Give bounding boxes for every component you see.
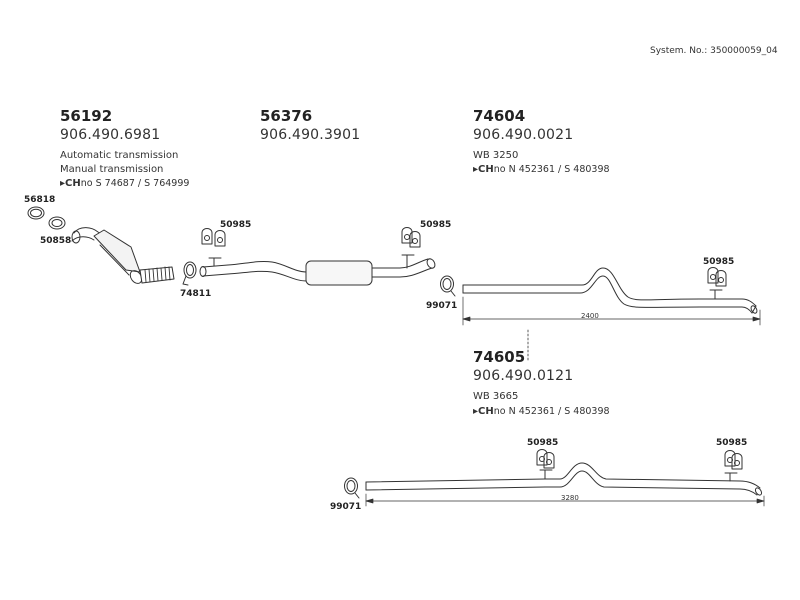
dimension-value: 2400 <box>581 312 599 320</box>
label-50985: 50985 <box>420 220 452 230</box>
hanger-50985-drawing <box>707 267 727 287</box>
chassis-range: S 74687 / S 764999 <box>92 178 190 189</box>
chassis-range: N 452361 / S 480398 <box>505 164 610 175</box>
chassis-number-range: ▸CHno N 452361 / S 480398 <box>473 165 610 175</box>
label-50985: 50985 <box>527 438 559 448</box>
note-line: Manual transmission <box>60 164 164 175</box>
note-line: WB 3665 <box>473 391 519 402</box>
dimension-line-lower <box>365 493 765 507</box>
chassis-number-range: ▸CHno S 74687 / S 764999 <box>60 179 189 189</box>
label-50985: 50985 <box>716 438 748 448</box>
dimension-value: 3280 <box>561 494 579 502</box>
clamp-56818-drawing <box>27 206 45 220</box>
oem-number: 906.490.6981 <box>60 127 161 143</box>
hanger-50985-drawing <box>401 227 421 248</box>
chassis-marker: ▸CH <box>473 164 494 175</box>
hanger-50985-drawing <box>536 449 555 469</box>
clamp-74811-drawing <box>182 261 197 286</box>
note-line: Automatic transmission <box>60 150 179 161</box>
label-99071: 99071 <box>426 301 458 311</box>
dimension-line-upper <box>462 296 761 326</box>
label-50858: 50858 <box>40 236 72 246</box>
clamp-99071-drawing <box>344 477 360 499</box>
tailpipe-74604-drawing <box>462 267 758 314</box>
oem-number: 906.490.3901 <box>260 127 361 143</box>
clamp-99071-drawing <box>440 275 456 297</box>
chassis-marker: ▸CH <box>473 406 494 417</box>
chassis-range: N 452361 / S 480398 <box>505 406 610 417</box>
part-number: 56376 <box>260 107 313 125</box>
label-99071: 99071 <box>330 502 362 512</box>
chassis-marker-suffix: no <box>80 178 93 189</box>
tailpipe-74605-drawing <box>365 462 763 496</box>
label-56818: 56818 <box>24 195 56 205</box>
hanger-50985-drawing <box>724 450 743 470</box>
part-number: 56192 <box>60 107 113 125</box>
note-line: WB 3250 <box>473 150 519 161</box>
chassis-marker: ▸CH <box>60 178 81 189</box>
chassis-number-range: ▸CHno N 452361 / S 480398 <box>473 407 610 417</box>
part-number: 74604 <box>473 107 526 125</box>
chassis-marker-suffix: no <box>493 164 506 175</box>
catalytic-converter-drawing <box>71 227 175 284</box>
oem-number: 906.490.0121 <box>473 368 574 384</box>
gasket-50858-drawing <box>48 216 66 230</box>
system-number: System. No.: 350000059_04 <box>650 46 778 56</box>
label-50985: 50985 <box>703 257 735 267</box>
middle-silencer-drawing <box>199 254 436 286</box>
label-50985: 50985 <box>220 220 252 230</box>
oem-number: 906.490.0021 <box>473 127 574 143</box>
part-number: 74605 <box>473 348 526 366</box>
label-74811: 74811 <box>180 289 212 299</box>
chassis-marker-suffix: no <box>493 406 506 417</box>
hanger-50985-drawing <box>201 228 226 247</box>
